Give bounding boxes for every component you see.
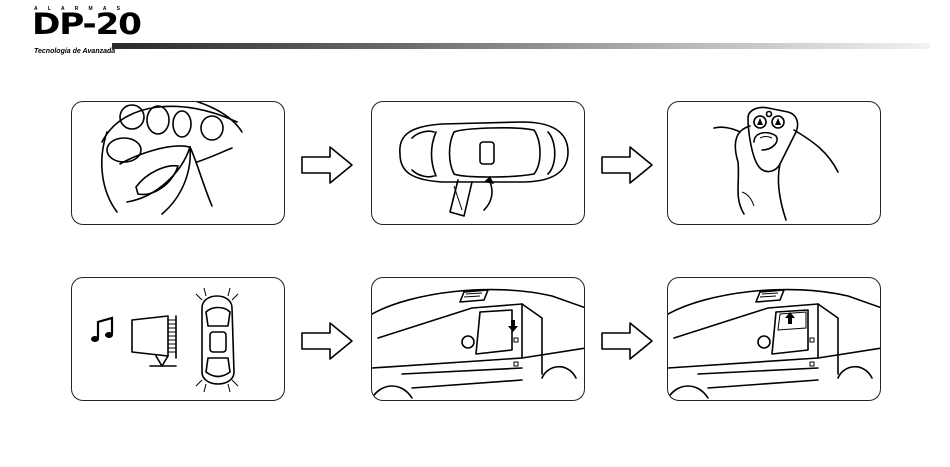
- step-panel-3: [667, 101, 881, 225]
- window-up-icon: [668, 278, 881, 401]
- step-arrow-1: [300, 145, 354, 185]
- siren-lights-icon: [72, 278, 285, 401]
- step-arrow-3: [300, 321, 354, 361]
- ignition-key-icon: [72, 102, 285, 225]
- brand-header: A L A R M A S DP-20 Tecnología de Avanza…: [0, 0, 950, 70]
- step-arrow-2: [600, 145, 654, 185]
- window-down-icon: [372, 278, 585, 401]
- step-panel-5: [371, 277, 585, 401]
- step-panel-2: [371, 101, 585, 225]
- step-panel-1: [71, 101, 285, 225]
- step-arrow-4: [600, 321, 654, 361]
- remote-control-hand-icon: [668, 102, 881, 225]
- brand-tagline: Tecnología de Avanzada: [34, 48, 115, 55]
- step-panel-6: [667, 277, 881, 401]
- car-door-open-icon: [372, 102, 585, 225]
- step-panel-4: [71, 277, 285, 401]
- brand-logo: DP-20: [32, 10, 141, 39]
- header-rule: [112, 43, 930, 49]
